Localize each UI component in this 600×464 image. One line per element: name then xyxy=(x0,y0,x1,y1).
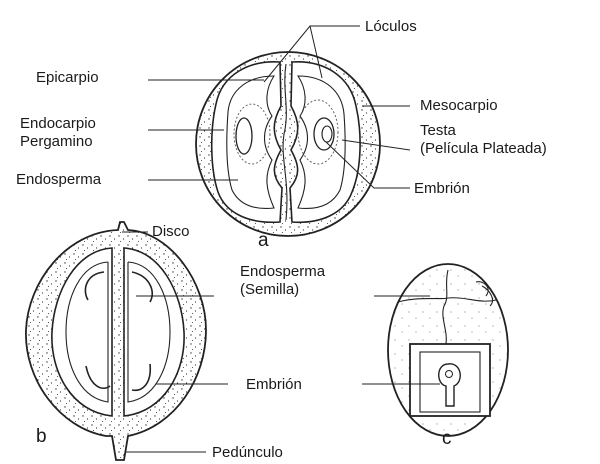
right-embryo-inner xyxy=(322,126,332,142)
label-mesocarpio: Mesocarpio xyxy=(420,97,498,114)
panel-label-b: b xyxy=(36,426,47,447)
left-embryo xyxy=(236,118,252,154)
label-endocarpio: Endocarpio xyxy=(20,115,96,132)
panel-a-cross-section xyxy=(148,26,410,236)
label-pergamino: Pergamino xyxy=(20,133,93,150)
label-endosperma-b: Endosperma xyxy=(240,263,326,280)
panel-label-a: a xyxy=(258,230,269,251)
panel-label-c: c xyxy=(442,428,452,449)
label-disco: Disco xyxy=(152,223,190,240)
label-embrion-b: Embrión xyxy=(246,376,302,393)
label-testa: Testa xyxy=(420,122,457,139)
label-pelicula-plateada: (Película Plateada) xyxy=(420,140,547,157)
label-endosperma-a: Endosperma xyxy=(16,171,102,188)
label-semilla: (Semilla) xyxy=(240,281,299,298)
label-epicarpio: Epicarpio xyxy=(36,69,99,86)
label-loculos: Lóculos xyxy=(365,18,417,35)
panel-b-longitudinal-section xyxy=(26,222,228,460)
panel-c-seed xyxy=(362,264,508,436)
label-embrion-a: Embrión xyxy=(414,180,470,197)
label-pedunculo: Pedúnculo xyxy=(212,444,283,461)
